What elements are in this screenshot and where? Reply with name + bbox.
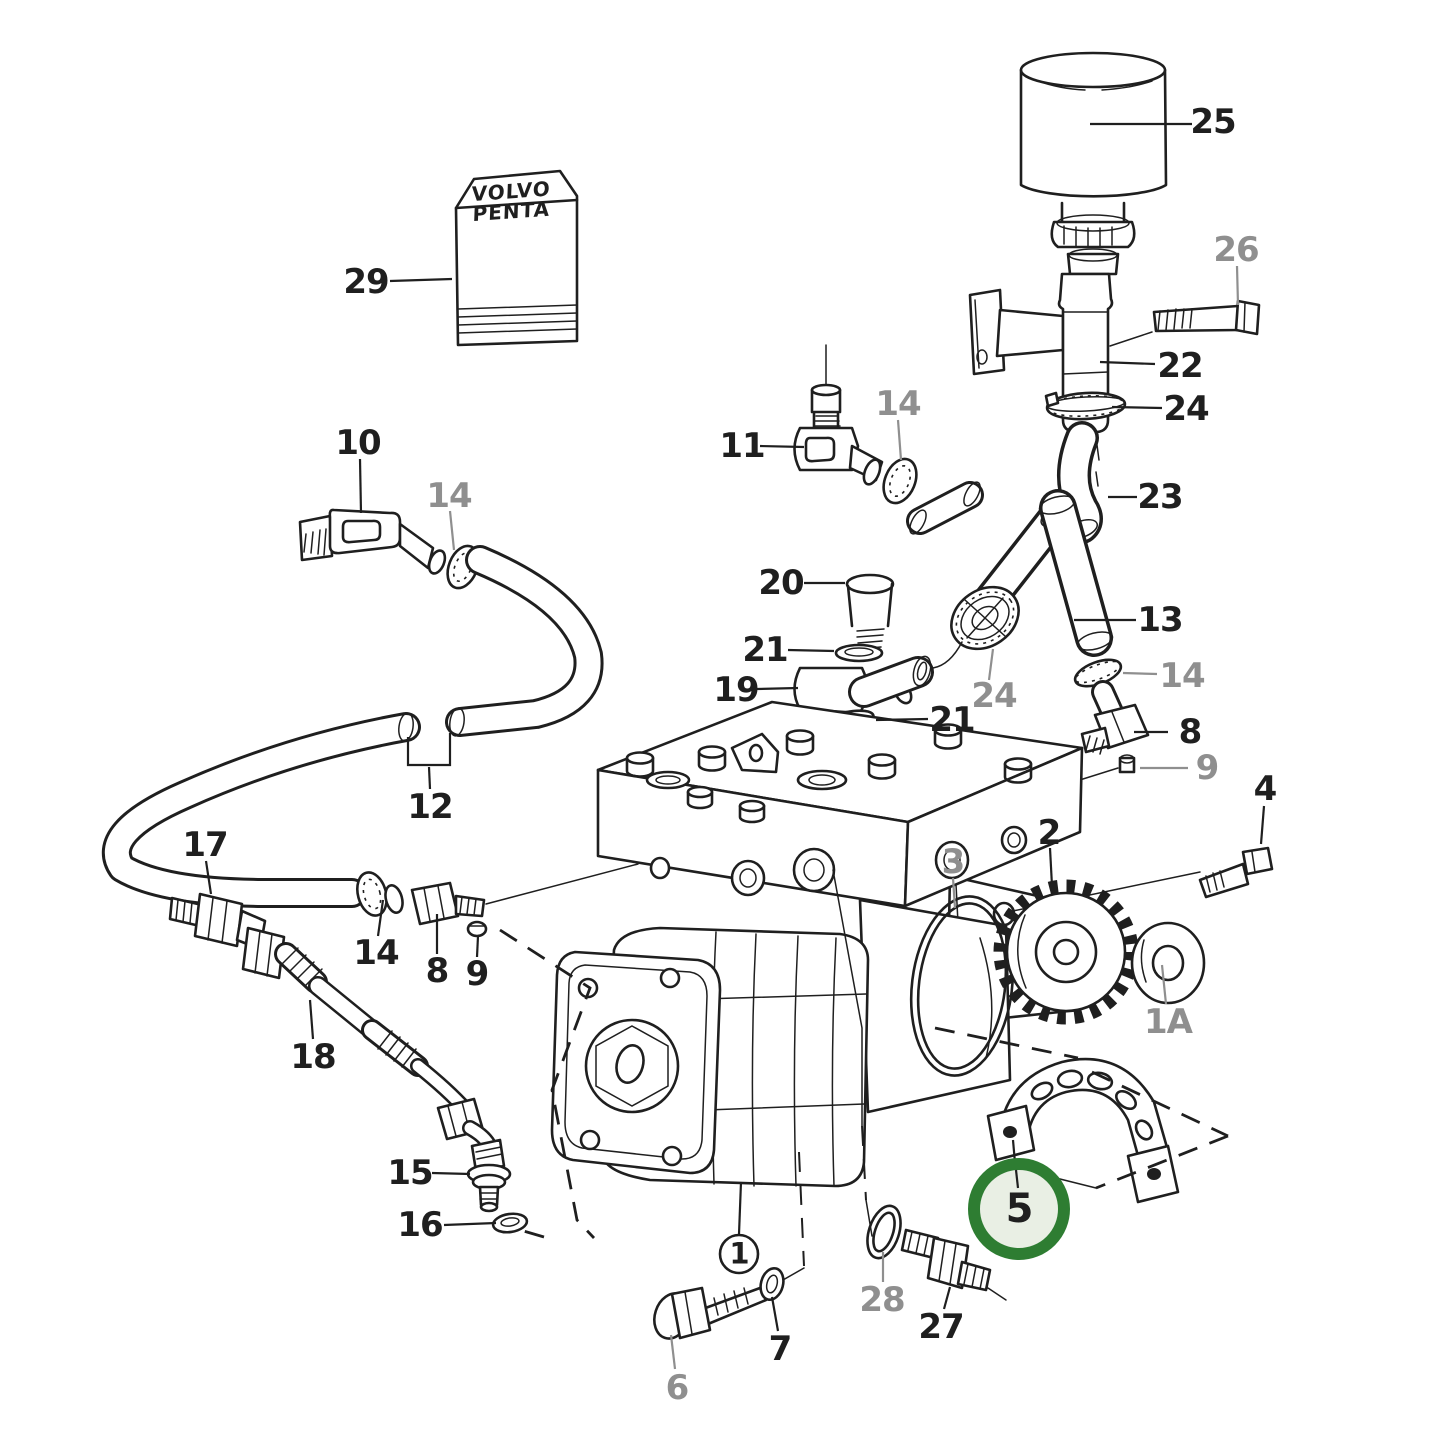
part-callout-8: 8 bbox=[425, 951, 450, 991]
part-callout-14: 14 bbox=[875, 384, 921, 424]
part-callout-24: 24 bbox=[971, 676, 1017, 716]
part-callout-10: 10 bbox=[335, 423, 381, 463]
part-callout-18: 18 bbox=[290, 1037, 336, 1077]
part-callout-4: 4 bbox=[1253, 769, 1278, 809]
part-callout-23: 23 bbox=[1137, 477, 1183, 517]
bolt-6-washer-7 bbox=[653, 1266, 805, 1340]
part-callout-21: 21 bbox=[929, 700, 975, 740]
mounting-guide-dashes bbox=[499, 928, 596, 1239]
compressor-body bbox=[550, 700, 1092, 1267]
part-callout-14: 14 bbox=[353, 933, 399, 973]
gear-drive bbox=[993, 846, 1274, 1025]
brand-penta: PENTA bbox=[472, 196, 551, 227]
bracket-5 bbox=[934, 1026, 1229, 1204]
part-callout-26: 26 bbox=[1213, 230, 1259, 270]
air-filter bbox=[1019, 51, 1168, 276]
part-callout-8: 8 bbox=[1178, 712, 1203, 752]
part-callout-21: 21 bbox=[742, 630, 788, 670]
o-ring-28-fitting-27 bbox=[866, 1204, 1007, 1301]
part-callout-16: 16 bbox=[397, 1205, 443, 1245]
banjo-fitting-11 bbox=[793, 344, 984, 535]
hose-13-assembly bbox=[893, 489, 1150, 801]
part-callout-29: 29 bbox=[343, 262, 389, 302]
bolt-26 bbox=[1109, 299, 1261, 347]
hose-12-assembly bbox=[101, 508, 639, 938]
highlight-leader bbox=[1014, 1169, 1020, 1189]
callout-circle-1 bbox=[718, 1233, 760, 1275]
hose-clamp-24 bbox=[1044, 391, 1127, 421]
instruction-packet bbox=[454, 169, 579, 347]
part-callout-25: 25 bbox=[1190, 102, 1236, 142]
part-callout-20: 20 bbox=[758, 563, 804, 603]
highlight-ring bbox=[968, 1158, 1070, 1260]
part-callout-9: 9 bbox=[465, 954, 490, 994]
part-callout-3: 3 bbox=[941, 842, 966, 882]
part-callout-14: 14 bbox=[426, 476, 472, 516]
part-callout-19: 19 bbox=[713, 670, 759, 710]
fuel-line-assembly bbox=[168, 892, 529, 1234]
part-callout-9: 9 bbox=[1195, 748, 1220, 788]
part-callout-22: 22 bbox=[1157, 346, 1203, 386]
o-ring-3 bbox=[909, 895, 1015, 1077]
part-callout-1A: 1A bbox=[1144, 1002, 1193, 1042]
part-callout-14: 14 bbox=[1159, 656, 1205, 696]
part-callout-17: 17 bbox=[182, 825, 228, 865]
part-callout-27: 27 bbox=[918, 1307, 964, 1347]
part-callout-5: 5 bbox=[1005, 1186, 1034, 1232]
part-callout-15: 15 bbox=[387, 1153, 433, 1193]
part-callout-24: 24 bbox=[1163, 389, 1209, 429]
part-callout-12: 12 bbox=[407, 787, 453, 827]
part-callout-11: 11 bbox=[719, 426, 765, 466]
intake-pipe bbox=[968, 272, 1114, 434]
part-callout-13: 13 bbox=[1137, 600, 1183, 640]
part-callout-1: 1 bbox=[729, 1236, 749, 1271]
part-callout-6: 6 bbox=[665, 1368, 690, 1408]
part-callout-7: 7 bbox=[768, 1329, 793, 1369]
part-callout-28: 28 bbox=[859, 1280, 905, 1320]
part-callout-2: 2 bbox=[1037, 813, 1062, 853]
